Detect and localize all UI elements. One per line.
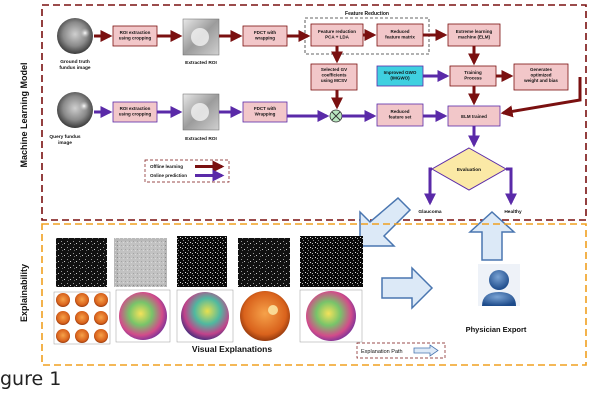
- feature-reduction-title: Feature Reduction: [345, 11, 389, 17]
- extracted-roi-label-top: Extracted ROI: [185, 60, 217, 66]
- optic-disc: [80, 28, 90, 38]
- legend-offline-label: Offline learning: [150, 164, 183, 169]
- ml-section-border: [41, 4, 587, 221]
- output-healthy: Healthy: [504, 209, 522, 215]
- roi-disc-top: [191, 28, 209, 46]
- physician-icon: [478, 264, 520, 306]
- output-glaucoma: Glaucoma: [418, 209, 442, 215]
- figure-caption: gure 1: [0, 368, 62, 390]
- physician-export-label: Physician Export: [466, 325, 527, 334]
- xai-map-4: [238, 238, 290, 287]
- visual-explanations-title: Visual Explanations: [192, 344, 272, 354]
- query-optic-disc: [79, 101, 89, 111]
- box-igwo: Improved GWO(IMGWO): [376, 65, 424, 87]
- legend-online-label: Online prediction: [150, 173, 187, 178]
- roi-disc-bottom: [191, 103, 209, 121]
- explanation-arrow: [381, 266, 434, 310]
- svg-text:Improved GWO(IMGWO): Improved GWO(IMGWO): [384, 70, 417, 80]
- svg-text:Evaluation: Evaluation: [457, 167, 481, 173]
- xai-section-label: Explainability: [19, 264, 29, 322]
- xai-map-5: [300, 236, 363, 287]
- xai-map-2: [114, 238, 167, 287]
- xai-map-1: [56, 238, 107, 287]
- explanation-path-legend: [356, 342, 446, 359]
- up-arrow: [468, 210, 516, 261]
- explanation-path-arrow-icon: [413, 344, 439, 357]
- query-fundus-image: [57, 92, 93, 128]
- svg-text:ELM trained: ELM trained: [461, 114, 487, 119]
- xai-section-border: [41, 223, 587, 366]
- xai-fundus-original: [238, 290, 292, 342]
- online-arrows: [94, 106, 517, 206]
- ml-section-label: Machine Learning Model: [19, 62, 29, 167]
- ground-truth-fundus-image: [57, 18, 93, 54]
- evaluation-diamond: Evaluation: [430, 147, 508, 191]
- xai-heatmap-2: [176, 289, 234, 343]
- box-elm-trained: ELM trained: [447, 105, 501, 127]
- explanation-path-label: Explanation Path: [361, 349, 403, 355]
- xai-map-2-overlay: [118, 241, 164, 284]
- down-left-arrow: [359, 196, 412, 247]
- xai-map-3: [177, 236, 227, 287]
- xai-fundus-grid: [53, 291, 111, 345]
- multiply-icon: [331, 111, 341, 121]
- extracted-roi-label-bottom: Extracted ROI: [185, 136, 217, 142]
- legend-box: [144, 159, 230, 183]
- offline-arrows: [94, 29, 582, 118]
- xai-heatmap-1: [115, 289, 171, 343]
- xai-heatmap-3: [299, 289, 363, 343]
